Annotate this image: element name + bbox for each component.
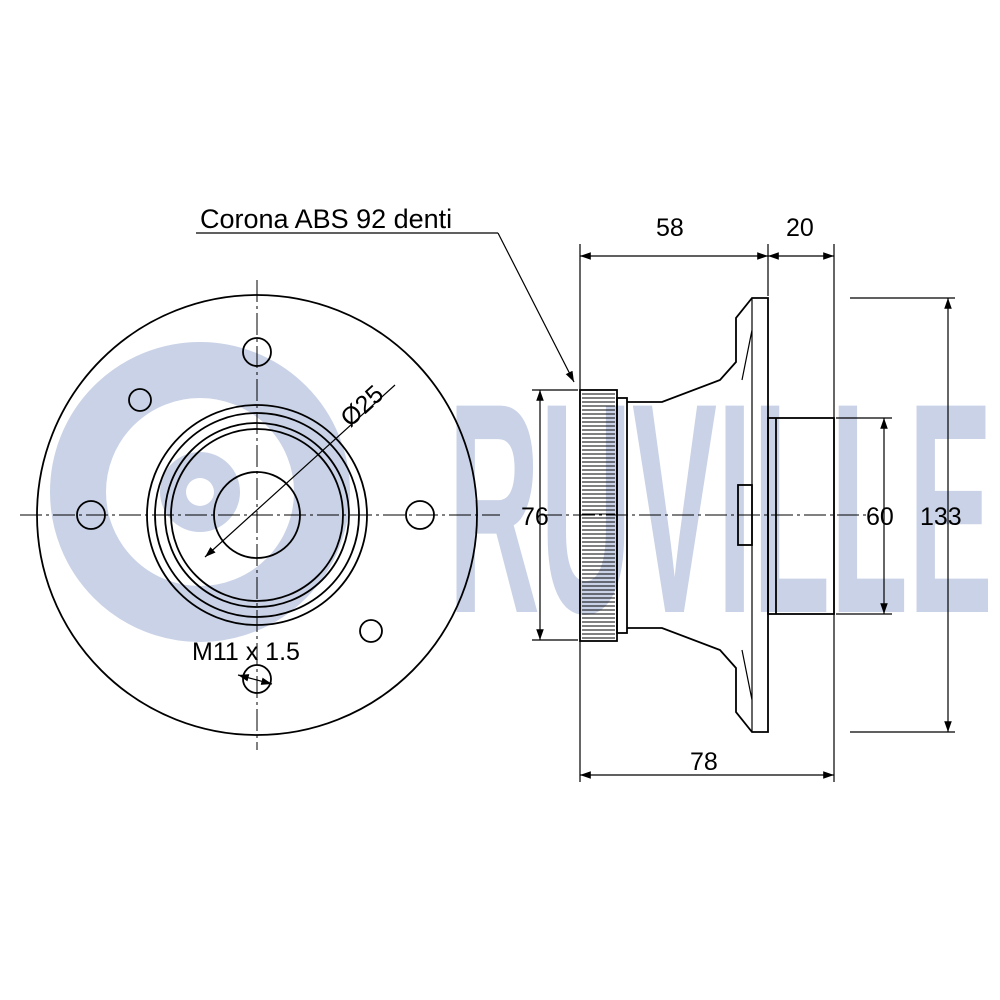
dim-label-60: 60 [866,503,894,531]
bolt-hole [128,388,152,412]
bore-diameter-label: Ø25 [335,380,389,432]
abs-ring-teeth [582,393,615,639]
side-view: 58 20 78 76 60 133 Corona ABS 92 denti [196,204,962,782]
dim-label-76: 76 [521,503,549,531]
bolt-hole [359,619,383,643]
dim-label-78: 78 [690,748,718,776]
dim-label-133: 133 [920,503,962,531]
brand-logo-icon [50,342,350,642]
thread-leader [237,674,273,685]
bore-diameter-leader [204,384,396,558]
abs-callout-leader [497,232,575,383]
abs-callout-label: Corona ABS 92 denti [200,204,452,234]
front-view: Ø25 M11 x 1.5 [20,280,500,750]
thread-label: M11 x 1.5 [192,638,300,666]
dim-label-20: 20 [786,214,814,242]
dim-label-58: 58 [656,214,684,242]
